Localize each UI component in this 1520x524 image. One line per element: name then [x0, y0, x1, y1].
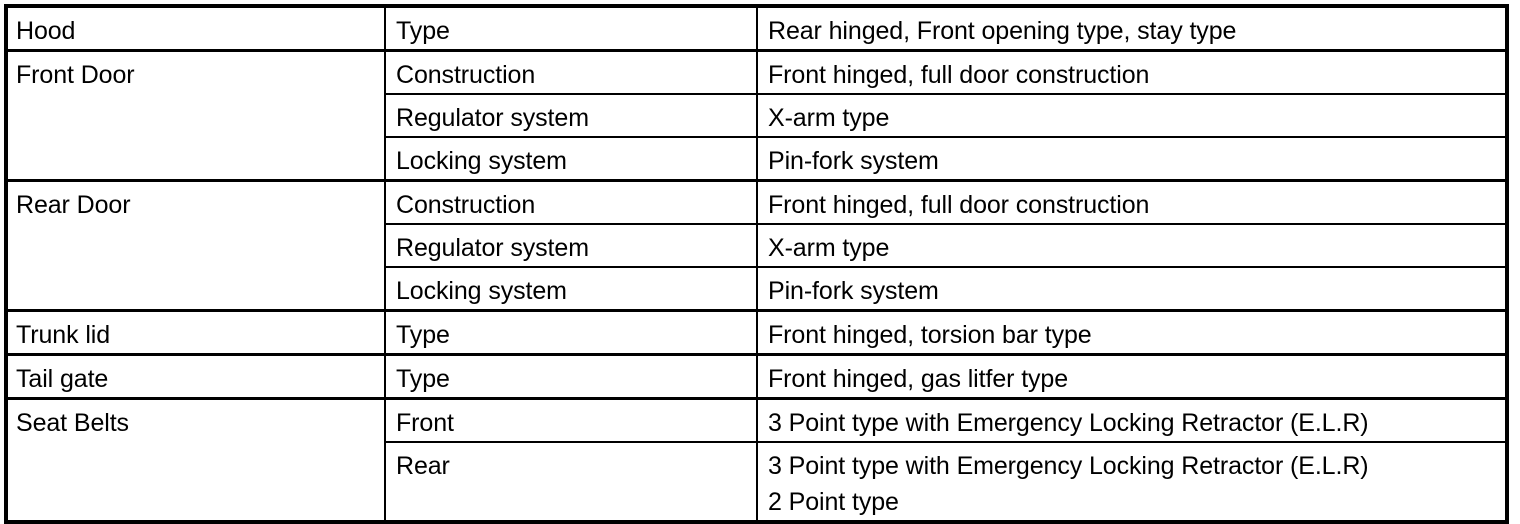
value-cell: X-arm type: [756, 223, 1507, 267]
value-text: Rear hinged, Front opening type, stay ty…: [768, 17, 1237, 45]
attribute-cell: Type: [384, 353, 757, 399]
table-row: Seat Belts Front 3 Point type with Emergen…: [6, 397, 1507, 522]
table-row: Regulator system X-arm type: [6, 93, 1507, 137]
value-cell: Front hinged, full door construction: [756, 179, 1507, 224]
value-text: X-arm type: [768, 104, 890, 132]
attribute-label: Type: [396, 365, 450, 393]
table-row: Rear Door Construction Front hinged, full …: [6, 179, 1507, 311]
assembly-label: Hood: [16, 17, 76, 45]
table-row: Tail gate Type Front hinged, gas litfer ty…: [6, 353, 1507, 399]
value-text: Pin-fork system: [768, 277, 939, 305]
attribute-label: Construction: [396, 191, 536, 219]
assembly-label: Seat Belts: [16, 409, 129, 437]
attribute-cell: Rear: [384, 441, 757, 522]
attribute-cell: Type: [384, 309, 757, 355]
assembly-cell: Hood: [6, 6, 385, 51]
attribute-cell: Type: [384, 6, 757, 51]
attribute-cell: Front: [384, 397, 757, 442]
attribute-label: Locking system: [396, 277, 567, 305]
value-text: 3 Point type with Emergency Locking Retr…: [768, 452, 1369, 516]
assembly-label: Rear Door: [16, 191, 131, 219]
value-cell: 3 Point type with Emergency Locking Retr…: [756, 397, 1507, 442]
value-text: Pin-fork system: [768, 147, 939, 175]
attribute-cell: Regulator system: [384, 93, 757, 137]
table-row: Hood Type Rear hinged, Front opening type,…: [6, 6, 1507, 51]
table-row: Rear 3 Point type with Emergency Locking …: [6, 441, 1507, 522]
value-cell: Front hinged, gas litfer type: [756, 353, 1507, 399]
value-cell: X-arm type: [756, 93, 1507, 137]
table-row: Trunk lid Type Front hinged, torsion bar t…: [6, 309, 1507, 355]
attribute-cell: Locking system: [384, 266, 757, 311]
assembly-cell: Tail gate: [6, 353, 385, 399]
assembly-cell: Rear Door: [6, 179, 385, 311]
value-text: X-arm type: [768, 234, 890, 262]
value-text: Front hinged, full door construction: [768, 191, 1150, 219]
attribute-label: Regulator system: [396, 104, 589, 132]
value-text: Front hinged, full door construction: [768, 61, 1150, 89]
assembly-label: Trunk lid: [16, 321, 111, 349]
assembly-cell: Trunk lid: [6, 309, 385, 355]
value-cell: 3 Point type with Emergency Locking Retr…: [756, 441, 1507, 522]
table-row: Regulator system X-arm type: [6, 223, 1507, 267]
attribute-cell: Construction: [384, 179, 757, 224]
value-cell: Rear hinged, Front opening type, stay ty…: [756, 6, 1507, 51]
value-text: Front hinged, gas litfer type: [768, 365, 1069, 393]
value-cell: Front hinged, torsion bar type: [756, 309, 1507, 355]
attribute-cell: Locking system: [384, 136, 757, 181]
value-cell: Pin-fork system: [756, 266, 1507, 311]
assembly-cell: Front Door: [6, 49, 385, 181]
value-cell: Front hinged, full door construction: [756, 49, 1507, 94]
table-row: Locking system Pin-fork system: [6, 266, 1507, 311]
attribute-label: Type: [396, 321, 450, 349]
attribute-label: Type: [396, 17, 450, 45]
attribute-label: Rear: [396, 452, 450, 480]
table-row: Front Door Construction Front hinged, full…: [6, 49, 1507, 181]
table-row: Locking system Pin-fork system: [6, 136, 1507, 181]
attribute-label: Locking system: [396, 147, 567, 175]
attribute-cell: Construction: [384, 49, 757, 94]
attribute-label: Front: [396, 409, 454, 437]
value-cell: Pin-fork system: [756, 136, 1507, 181]
value-text: 3 Point type with Emergency Locking Retr…: [768, 409, 1369, 437]
assembly-label: Front Door: [16, 61, 135, 89]
value-text: Front hinged, torsion bar type: [768, 321, 1092, 349]
attribute-label: Construction: [396, 61, 536, 89]
assembly-cell: Seat Belts: [6, 397, 385, 522]
assembly-label: Tail gate: [16, 365, 109, 393]
attribute-label: Regulator system: [396, 234, 589, 262]
attribute-cell: Regulator system: [384, 223, 757, 267]
